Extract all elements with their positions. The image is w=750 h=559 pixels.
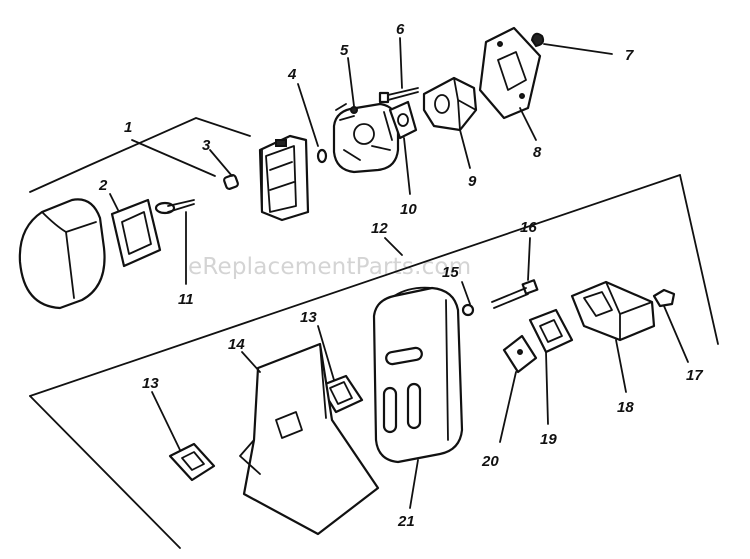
callout-21: 21: [397, 513, 415, 530]
nut-15: [461, 303, 475, 317]
callout-leaders: [109, 37, 689, 509]
gasket-plate-8: [478, 26, 542, 120]
gasket-13-upper: [318, 374, 364, 414]
callout-18: 18: [617, 399, 634, 416]
callout-2: 2: [98, 177, 108, 194]
callout-5: 5: [340, 42, 349, 59]
callout-17: 17: [686, 367, 703, 384]
plug-3: [223, 174, 239, 190]
adapter-18: [570, 280, 656, 342]
callout-14: 14: [228, 336, 245, 353]
screw-11: [154, 199, 195, 215]
callout-11: 11: [178, 291, 194, 308]
watermark-text: eReplacementParts.com: [188, 254, 471, 280]
muffler-21: [372, 286, 464, 464]
callout-16: 16: [520, 219, 537, 236]
manifold-9: [422, 76, 478, 132]
callout-1: 1: [124, 119, 132, 136]
bolt-6: [378, 87, 419, 104]
callout-13-lower: 13: [142, 375, 159, 392]
bolt-16: [491, 279, 539, 309]
fitting-17: [652, 288, 676, 308]
gasket-10: [388, 100, 418, 140]
callout-19: 19: [540, 431, 557, 448]
callout-13-upper: 13: [300, 309, 317, 326]
group-1-bracket: [29, 117, 251, 193]
callout-7: 7: [625, 47, 634, 64]
callout-9: 9: [468, 173, 477, 190]
o-ring-4: [316, 148, 328, 164]
group-12-boundary: [29, 174, 719, 549]
callout-4: 4: [287, 66, 297, 83]
filter-gasket: [110, 198, 162, 268]
plate-20: [502, 334, 538, 374]
callout-15: 15: [442, 264, 459, 281]
gasket-13-lower: [168, 442, 216, 482]
callout-6: 6: [396, 21, 405, 38]
gasket-19: [528, 308, 574, 354]
filter-housing: [258, 134, 310, 222]
callout-20: 20: [481, 453, 499, 470]
heat-shield-14: [239, 342, 380, 536]
callout-10: 10: [400, 201, 417, 218]
callout-labels: 1 2 3 4 5 6 7 8 9 10 11 12 13 13 14 15 1…: [98, 21, 703, 530]
callout-8: 8: [533, 144, 542, 161]
callout-3: 3: [202, 137, 211, 154]
air-filter-cover: [18, 198, 106, 310]
cap-7: [530, 32, 545, 48]
callout-12: 12: [371, 220, 388, 237]
carburetor-5: [332, 102, 400, 174]
